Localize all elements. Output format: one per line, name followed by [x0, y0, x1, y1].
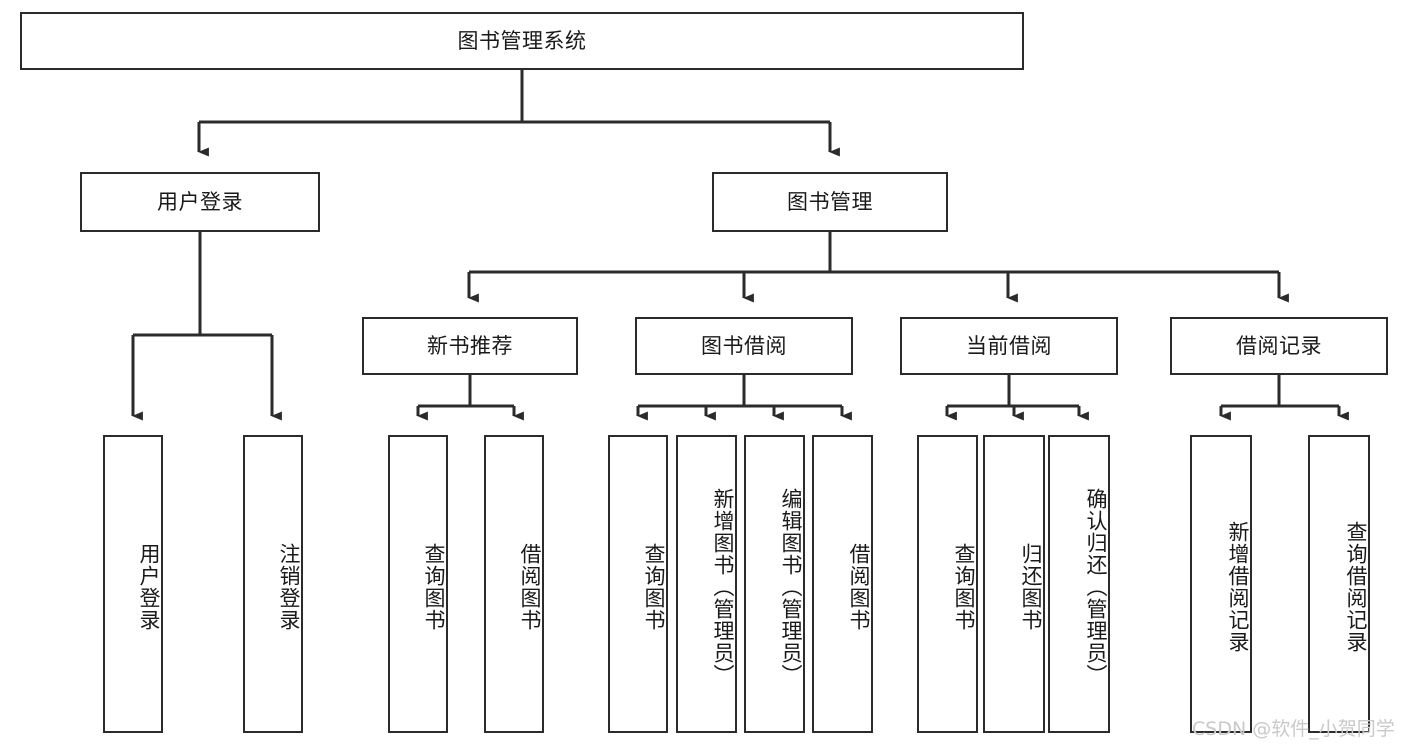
node-query-book-2[interactable]: 查询图书: [608, 435, 668, 733]
node-borrow-book-2[interactable]: 借阅图书: [812, 435, 873, 733]
node-edit-book-label: 编辑图书（管理员）: [779, 488, 803, 686]
node-user-login-do[interactable]: 用户登录: [103, 435, 163, 733]
node-user-login-label: 用户登录: [157, 189, 243, 214]
node-return-book-label: 归还图书: [1019, 543, 1043, 631]
node-query-book-2-label: 查询图书: [642, 543, 666, 631]
node-current-borrow[interactable]: 当前借阅: [900, 317, 1118, 375]
node-new-book-rec-label: 新书推荐: [427, 333, 513, 358]
node-add-book[interactable]: 新增图书（管理员）: [676, 435, 737, 733]
node-user-logout-label: 注销登录: [277, 543, 301, 631]
node-query-book-1-label: 查询图书: [422, 543, 446, 631]
node-book-manage-label: 图书管理: [787, 189, 873, 214]
csdn-watermark: CSDN @软件_小贺同学: [1192, 718, 1395, 740]
node-confirm-return-label: 确认归还（管理员）: [1084, 488, 1108, 686]
node-root-label: 图书管理系统: [457, 28, 587, 53]
node-user-login-do-label: 用户登录: [137, 543, 161, 631]
node-book-borrow-label: 图书借阅: [701, 333, 787, 358]
node-edit-book[interactable]: 编辑图书（管理员）: [744, 435, 805, 733]
node-add-book-label: 新增图书（管理员）: [711, 488, 735, 686]
node-return-book[interactable]: 归还图书: [983, 435, 1045, 733]
node-borrow-book-1[interactable]: 借阅图书: [484, 435, 544, 733]
node-user-login[interactable]: 用户登录: [80, 172, 320, 232]
node-confirm-return[interactable]: 确认归还（管理员）: [1048, 435, 1110, 733]
node-borrow-book-1-label: 借阅图书: [518, 543, 542, 631]
node-borrow-book-2-label: 借阅图书: [847, 543, 871, 631]
node-borrow-record-label: 借阅记录: [1236, 333, 1322, 358]
node-book-manage[interactable]: 图书管理: [712, 172, 948, 232]
node-query-book-3-label: 查询图书: [952, 543, 976, 631]
node-query-book-1[interactable]: 查询图书: [388, 435, 448, 733]
node-borrow-record[interactable]: 借阅记录: [1170, 317, 1388, 375]
node-query-book-3[interactable]: 查询图书: [917, 435, 978, 733]
node-book-borrow[interactable]: 图书借阅: [635, 317, 853, 375]
node-add-record[interactable]: 新增借阅记录: [1190, 435, 1252, 733]
node-add-record-label: 新增借阅记录: [1226, 521, 1250, 653]
node-new-book-rec[interactable]: 新书推荐: [362, 317, 578, 375]
node-query-record-label: 查询借阅记录: [1344, 521, 1368, 653]
node-query-record[interactable]: 查询借阅记录: [1308, 435, 1370, 733]
node-user-logout[interactable]: 注销登录: [243, 435, 303, 733]
node-current-borrow-label: 当前借阅: [966, 333, 1052, 358]
node-root-system[interactable]: 图书管理系统: [20, 12, 1024, 70]
